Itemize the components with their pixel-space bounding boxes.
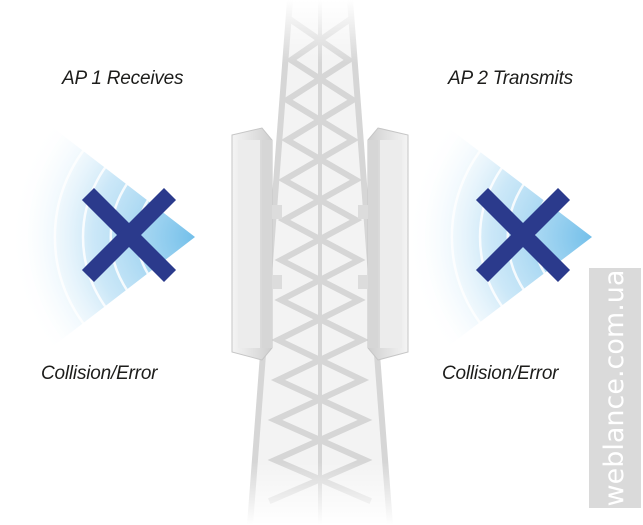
left-antenna: [231, 127, 282, 361]
right-antenna: [358, 127, 409, 361]
watermark-text: weblance.com.ua: [599, 269, 630, 507]
watermark-badge: weblance.com.ua: [589, 268, 641, 508]
right-x-mark-icon: [475, 187, 571, 283]
ap1-receives-label: AP 1 Receives: [62, 68, 184, 89]
right-collision-label: Collision/Error: [442, 363, 559, 384]
right-signal-waves: [379, 91, 592, 383]
left-x-mark-icon: [81, 187, 177, 283]
ap2-transmits-label: AP 2 Transmits: [448, 68, 573, 89]
left-signal-waves: [0, 91, 195, 383]
left-collision-label: Collision/Error: [41, 363, 158, 384]
